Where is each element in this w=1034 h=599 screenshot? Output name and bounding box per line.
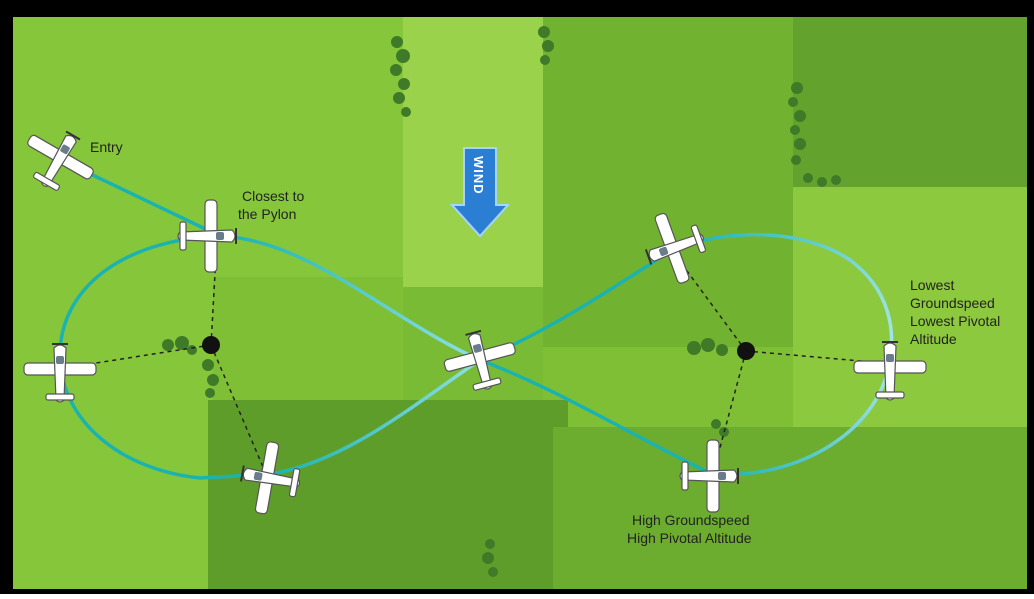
crossover-leg-2 [270, 358, 482, 476]
crossover-leg-4 [478, 358, 714, 476]
pylon-right [737, 342, 755, 360]
label-lowest-line1: Lowest [910, 277, 954, 293]
right-loop-bottom [710, 358, 892, 477]
label-lowest-line4: Altitude [910, 331, 957, 347]
entry-leg [76, 166, 222, 238]
wind-label: WIND [471, 156, 486, 195]
wind-arrow-icon: WIND [449, 147, 511, 238]
field-background [13, 17, 1027, 589]
label-high-line1: High Groundspeed [632, 512, 750, 528]
right-loop-top [670, 233, 894, 362]
label-high-line2: High Pivotal Altitude [627, 530, 752, 546]
label-lowest-line3: Lowest Pivotal [910, 313, 1000, 329]
crossover-leg-1 [218, 234, 482, 362]
label-lowest-line2: Groundspeed [910, 295, 995, 311]
label-closest-line2: the Pylon [238, 206, 296, 222]
label-entry: Entry [90, 139, 123, 155]
pylon-left [202, 336, 220, 354]
label-closest-line1: Closest to [242, 188, 304, 204]
labels: Entry Closest to the Pylon Lowest Ground… [90, 139, 1000, 546]
tree-clumps [162, 26, 841, 577]
